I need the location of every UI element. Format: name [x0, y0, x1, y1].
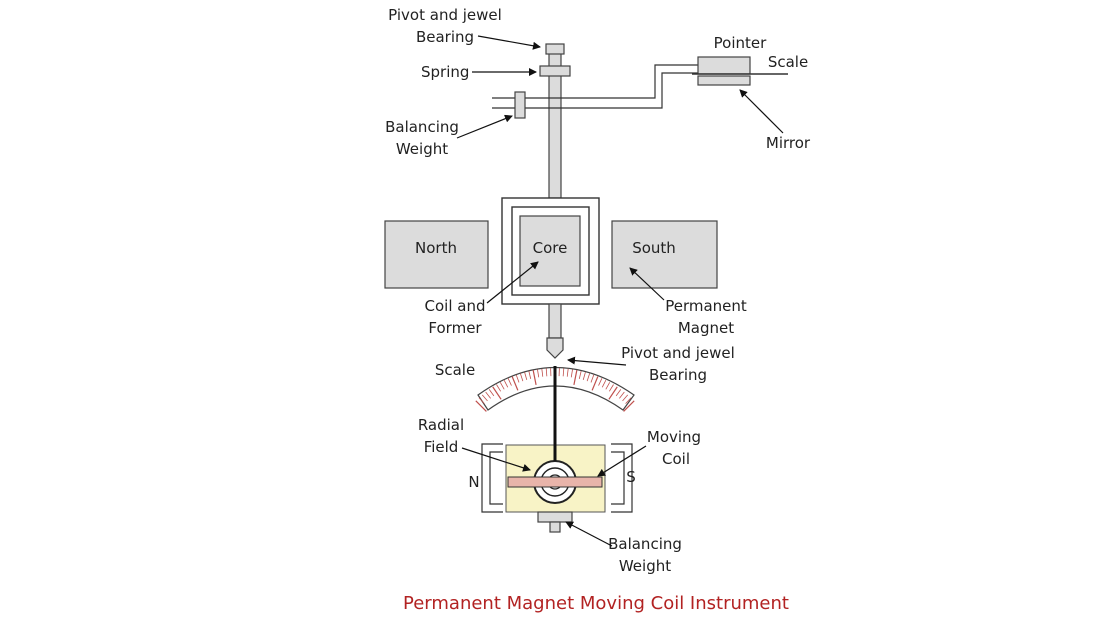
scale-tick	[528, 371, 532, 379]
label-permanent-magnet-1: Permanent	[665, 297, 747, 315]
spring	[539, 65, 571, 77]
label-balancing-bottom-2: Weight	[619, 557, 671, 575]
pivot-bearing-top	[545, 43, 565, 55]
scale-tick	[478, 397, 485, 404]
label-pivot-top-1: Pivot and jewel	[388, 6, 502, 24]
scale-tick	[562, 368, 565, 377]
label-balancing-bottom-1: Balancing	[608, 535, 682, 553]
scale-tick	[475, 400, 487, 412]
arrow-permanent-magnet	[629, 267, 665, 301]
label-moving-coil-1: Moving	[647, 428, 701, 446]
label-pivot-top-2: Bearing	[416, 28, 474, 46]
scale-tick	[623, 400, 635, 412]
south-magnet	[611, 220, 718, 289]
scale-tick	[591, 376, 599, 391]
label-spring: Spring	[421, 63, 469, 81]
scale-tick	[496, 384, 502, 392]
spindle-bottom	[549, 521, 561, 533]
label-pivot-bottom-2: Bearing	[649, 366, 707, 384]
label-n-pole: N	[468, 473, 479, 491]
arrow-moving-coil	[597, 445, 647, 477]
label-s-pole: S	[626, 468, 636, 486]
label-balancing-top-1: Balancing	[385, 118, 459, 136]
scale-tick	[622, 394, 629, 402]
scale-tick	[532, 370, 537, 385]
arrow-radial-field	[461, 447, 531, 472]
scale-tick	[605, 382, 611, 390]
label-mirror: Mirror	[766, 134, 811, 152]
scale-tick	[507, 378, 512, 386]
label-core: Core	[533, 239, 568, 257]
moving-coil-bar	[507, 476, 603, 488]
label-coil-former-2: Former	[428, 319, 482, 337]
label-scale-top: Scale	[768, 53, 808, 71]
pointer-arm	[492, 64, 700, 99]
scale-tick	[608, 386, 618, 400]
pole-piece-n	[481, 443, 503, 513]
scale-tick	[515, 374, 520, 383]
scale-tick	[601, 380, 607, 388]
scale-tick	[511, 376, 519, 391]
scale-tick	[608, 384, 614, 392]
spindle-lower	[548, 303, 562, 339]
label-radial-field-2: Field	[424, 438, 459, 456]
scale-tick	[625, 397, 632, 404]
scale-tick	[573, 370, 578, 385]
scale-tick	[524, 372, 528, 381]
core-block	[519, 215, 581, 287]
label-balancing-top-2: Weight	[396, 140, 448, 158]
arrow-mirror	[739, 89, 784, 134]
mirror-block	[697, 75, 751, 86]
magnet-assembly	[384, 197, 718, 359]
label-north: North	[415, 239, 457, 257]
label-scale-bottom: Scale	[435, 361, 475, 379]
north-magnet	[384, 220, 489, 289]
balancing-weight-bottom	[537, 511, 573, 523]
scale-tick	[499, 382, 505, 390]
label-coil-former-1: Coil and	[425, 297, 486, 315]
arrow-balancing-bottom	[565, 521, 613, 547]
scale-tick	[537, 369, 540, 378]
scale-tick	[570, 369, 573, 378]
scale-tick	[578, 371, 582, 379]
arrow-balancing-top	[456, 114, 513, 139]
scale-tick	[590, 374, 595, 383]
scale-tick	[566, 368, 569, 377]
diagram-title: Permanent Magnet Moving Coil Instrument	[403, 593, 789, 614]
arrow-pivot-bottom	[567, 356, 627, 366]
scale-tick	[488, 389, 495, 397]
arrow-pivot-top	[477, 35, 541, 50]
label-moving-coil-2: Coil	[662, 450, 690, 468]
scale-tick	[545, 368, 548, 377]
scale-tick	[485, 391, 491, 399]
balancing-weight-top	[514, 91, 526, 119]
scale-tick	[615, 389, 622, 397]
label-pivot-bottom-1: Pivot and jewel	[621, 344, 735, 362]
scale-ticks	[475, 368, 635, 412]
scale-tick	[541, 368, 544, 377]
label-permanent-magnet-2: Magnet	[678, 319, 734, 337]
pointer-arm-inner	[492, 72, 700, 109]
arrow-coil-former	[486, 261, 539, 304]
pivot-bearing-bottom	[546, 337, 564, 359]
pole-piece-s	[611, 443, 633, 513]
pointer-block	[697, 56, 751, 75]
upper-mechanism	[492, 43, 788, 199]
scale-tick	[481, 394, 488, 402]
label-pointer: Pointer	[714, 34, 767, 52]
label-radial-field-1: Radial	[418, 416, 464, 434]
lower-instrument	[475, 366, 635, 533]
scale-tick	[492, 386, 502, 400]
scale-tick	[520, 373, 524, 382]
scale-tick	[619, 391, 625, 399]
label-south: South	[632, 239, 676, 257]
scale-tick	[586, 373, 590, 382]
scale-tick	[598, 378, 603, 386]
scale-tick	[582, 372, 586, 381]
scale-tick	[503, 380, 509, 388]
